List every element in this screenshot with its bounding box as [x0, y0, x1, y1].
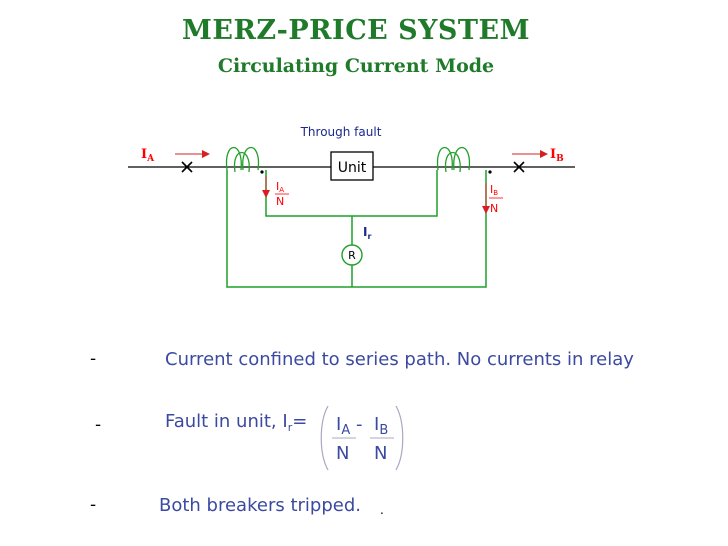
bullet-text-2: Fault in unit, Ir=	[165, 411, 307, 434]
fault-current-formula: IA - IB N N	[320, 405, 404, 471]
svg-text:-: -	[356, 414, 363, 435]
current-a-label: IA	[141, 147, 155, 164]
ct-a-coil-icon	[225, 146, 260, 173]
secondary-a-fraction: IA N	[275, 180, 289, 208]
trailing-dot: .	[380, 503, 384, 517]
bullet-dash-3: -	[90, 495, 97, 515]
svg-text:N: N	[374, 443, 387, 464]
ct-b-coil-icon	[436, 146, 471, 173]
current-b-label: IB	[550, 147, 564, 164]
bullet-text-2-prefix: Fault in unit, I	[165, 411, 288, 432]
relay-current-label: Ir	[363, 225, 371, 241]
svg-text:N: N	[276, 195, 284, 208]
bullet-dash-1: -	[90, 349, 97, 369]
svg-text:N: N	[490, 202, 498, 215]
polarity-dot-a	[260, 170, 264, 174]
unit-box	[330, 151, 374, 181]
secondary-b-fraction: IB N	[489, 183, 503, 215]
bullet-text-2-sub: r	[287, 421, 293, 434]
bullet-text-1: Current confined to series path. No curr…	[165, 349, 634, 370]
page-subtitle: Circulating Current Mode	[217, 55, 495, 77]
relay-icon	[341, 244, 363, 266]
svg-text:IA: IA	[276, 180, 284, 194]
polarity-dot-b	[488, 170, 492, 174]
bullet-dash-2: -	[95, 415, 102, 435]
bullet-text-2-eq: =	[292, 411, 308, 432]
svg-text:IB: IB	[490, 183, 498, 197]
bullet-text-3: Both breakers tripped.	[159, 495, 361, 516]
breaker-a-icon	[181, 161, 193, 173]
unit-label: Unit	[338, 160, 367, 176]
page-title: MERZ-PRICE SYSTEM	[182, 15, 530, 46]
svg-text:N: N	[336, 443, 349, 464]
relay-label: R	[348, 249, 356, 262]
svg-text:IB: IB	[374, 414, 388, 438]
breaker-b-icon	[513, 161, 525, 173]
fault-label: Through fault	[300, 125, 382, 139]
svg-text:IA: IA	[336, 414, 350, 438]
